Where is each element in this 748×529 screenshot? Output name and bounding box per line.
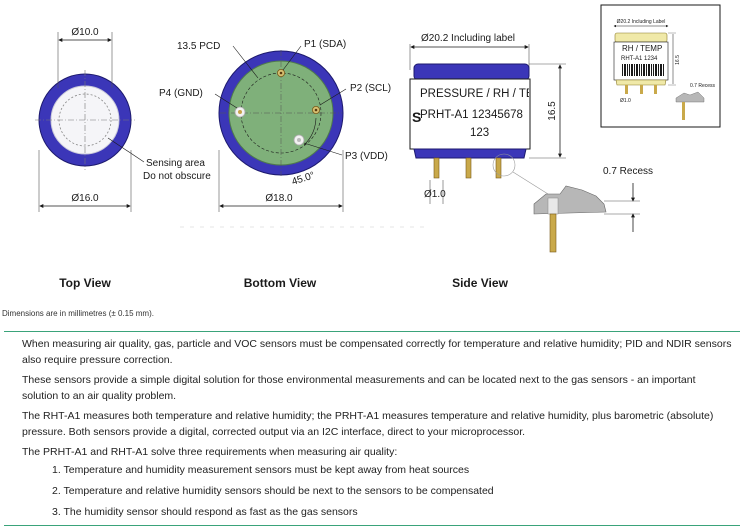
requirement-3: 3. The humidity sensor should respond as… (52, 506, 358, 518)
sensing-obscure-label: Do not obscure (143, 171, 211, 182)
units-note: Dimensions are in millimetres (± 0.15 mm… (2, 309, 154, 318)
recess-pin (549, 213, 557, 253)
pcd-label: 13.5 PCD (177, 41, 220, 52)
pin-p4 (234, 106, 246, 118)
sensing-leader (107, 137, 145, 163)
p1-label: P1 (SDA) (304, 39, 346, 50)
side-label-line2: PRHT-A1 12345678 (420, 109, 523, 121)
p4-label: P4 (GND) (159, 88, 203, 99)
requirement-2: 2. Temperature and relative humidity sen… (52, 485, 494, 497)
inner-dia-label: Ø10.0 (71, 27, 99, 38)
divider-bottom (4, 525, 740, 526)
inset-pin-dia: Ø1.0 (620, 98, 631, 104)
divider-top (4, 331, 740, 332)
side-view: Ø20.2 Including label PRESSURE / RH / TE… (409, 33, 653, 253)
pin-dia-label: Ø1.0 (424, 189, 446, 200)
paragraph-2: These sensors provide a simple digital s… (22, 374, 696, 402)
detail-circle (492, 153, 516, 177)
paragraph-4: The PRHT-A1 and RHT-A1 solve three requi… (22, 446, 398, 458)
inset-label-line1: RH / TEMP (622, 44, 662, 53)
recess-label: 0.7 Recess (603, 166, 653, 177)
height-label: 16.5 (547, 101, 558, 121)
recess-detail (533, 185, 607, 215)
inset-height-label: 16.5 (675, 55, 681, 65)
requirement-1: 1. Temperature and humidity measurement … (52, 464, 470, 476)
top-view-title: Top View (59, 276, 111, 290)
side-pin-2 (465, 157, 472, 179)
bottom-view-title: Bottom View (243, 276, 317, 290)
technical-drawing: Ø10.0 Ø16.0 Sensing area Do not obscure (35, 4, 721, 253)
inset-cap (614, 32, 668, 43)
barcode (622, 64, 664, 76)
sensing-area-label: Sensing area (146, 158, 205, 169)
sensor-label-band (409, 78, 531, 150)
inset-label-line2: RHT-A1 1234 (621, 56, 658, 62)
side-label-line1: PRESSURE / RH / TEM (420, 88, 543, 100)
pin-p2 (311, 106, 320, 115)
pin-p1 (276, 69, 285, 78)
inset-dia-label: Ø20.2 Including Label (617, 19, 666, 25)
paragraph-1: When measuring air quality, gas, particl… (22, 338, 732, 366)
bottom-view: 13.5 PCD P1 (SDA) P2 (SCL) P3 (VDD) P4 (… (159, 39, 430, 228)
side-pin-1 (433, 157, 440, 179)
p3-label: P3 (VDD) (345, 151, 388, 162)
paragraph-3: The RHT-A1 measures both temperature and… (22, 410, 714, 438)
p2-label: P2 (SCL) (350, 83, 391, 94)
bottom-dia-label: Ø18.0 (265, 193, 293, 204)
side-label-line3: 123 (470, 127, 489, 139)
side-pin-3 (495, 157, 502, 179)
rht-inset: Ø20.2 Including Label RH / TEMP RHT-A1 1… (600, 4, 721, 128)
side-view-title: Side View (452, 276, 508, 290)
inset-recess-label: 0.7 Recess (690, 83, 716, 89)
top-view: Ø10.0 Ø16.0 Sensing area Do not obscure (35, 27, 211, 212)
side-dia-label: Ø20.2 Including label (421, 33, 515, 44)
pin-p3 (293, 134, 305, 146)
sensor-cap (413, 63, 530, 81)
svg-text:S: S (412, 109, 421, 125)
sensor-base (413, 148, 527, 159)
outer-dia-label: Ø16.0 (71, 193, 99, 204)
